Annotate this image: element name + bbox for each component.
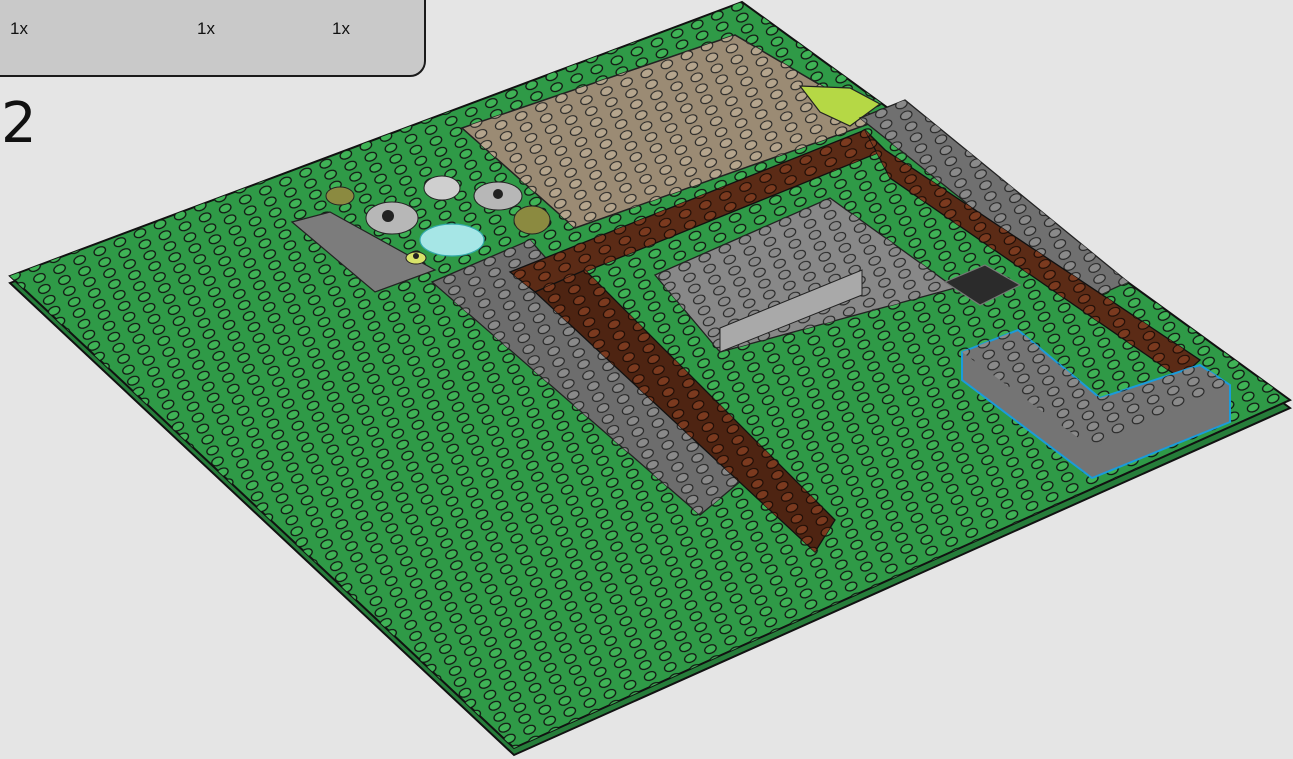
step-number: 2 xyxy=(1,96,37,152)
part-quantity: 1x xyxy=(197,19,215,39)
part-quantity: 1x xyxy=(10,19,28,39)
part-quantity: 1x xyxy=(332,19,350,39)
parts-list-panel: 1x 1x 1x xyxy=(0,0,426,77)
